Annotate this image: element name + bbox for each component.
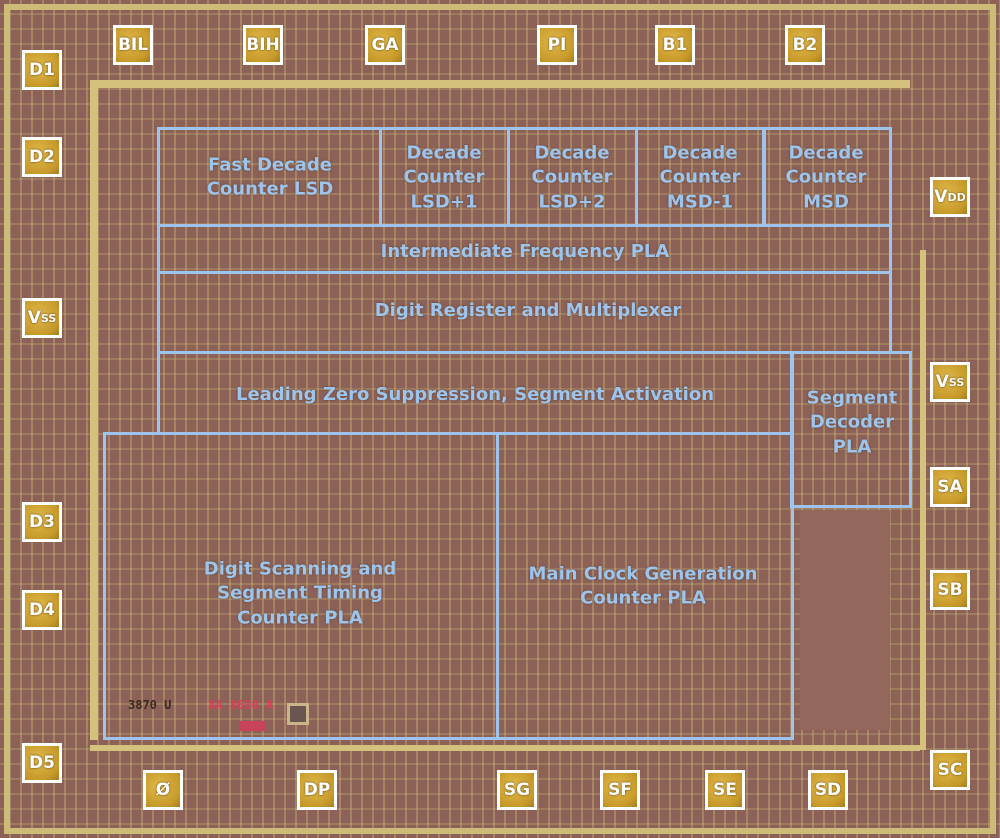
mask-layer-mark xyxy=(240,721,266,731)
pad-label-subscript: DD xyxy=(947,190,966,204)
metal-bus xyxy=(90,80,98,740)
pad-d5: D5 xyxy=(22,743,62,783)
pad-label: BIH xyxy=(246,35,280,55)
pad-label: D2 xyxy=(29,147,55,167)
pad-label: D3 xyxy=(29,512,55,532)
pad-label: B2 xyxy=(792,35,818,55)
pad-label: V xyxy=(935,372,949,392)
pad-bil: BIL xyxy=(113,25,153,65)
test-structures xyxy=(800,510,890,730)
alignment-mark xyxy=(287,703,309,725)
pad-sb: SB xyxy=(930,570,970,610)
pad-label: SE xyxy=(713,780,737,800)
pad-dp: DP xyxy=(297,770,337,810)
pad-label: B1 xyxy=(662,35,688,55)
pad-label: SB xyxy=(937,580,963,600)
pad-label: V xyxy=(934,187,948,207)
pad-label: SF xyxy=(608,780,632,800)
pad-label: GA xyxy=(371,35,399,55)
pad-label: Ø xyxy=(155,780,171,800)
metal-bus xyxy=(90,80,910,88)
pad-label: BIL xyxy=(117,35,149,55)
pad-label: V xyxy=(27,308,41,328)
pad-se: SE xyxy=(705,770,745,810)
block-divider xyxy=(791,505,892,508)
die-mask-marking: XA 8600 A xyxy=(208,698,274,712)
block-main-clock xyxy=(496,432,794,740)
pad-b2: B2 xyxy=(785,25,825,65)
pad-bih: BIH xyxy=(243,25,283,65)
pad-label: DP xyxy=(303,780,331,800)
label-leading-zero: Leading Zero Suppression, Segment Activa… xyxy=(235,383,715,405)
pad-sc: SC xyxy=(930,750,970,790)
pad-d4: D4 xyxy=(22,590,62,630)
pad-ga: GA xyxy=(365,25,405,65)
metal-bus xyxy=(920,250,926,750)
pad-d3: D3 xyxy=(22,502,62,542)
pad-label: D1 xyxy=(29,60,55,80)
pad-label-subscript: SS xyxy=(948,375,965,389)
pad-d2: D2 xyxy=(22,137,62,177)
pad-sf: SF xyxy=(600,770,640,810)
pad-label: D5 xyxy=(29,753,55,773)
pad-label: PI xyxy=(547,35,567,55)
pad-d1: D1 xyxy=(22,50,62,90)
metal-bus xyxy=(90,745,920,751)
label-if-pla: Intermediate Frequency PLA xyxy=(380,240,670,262)
pad-sd: SD xyxy=(808,770,848,810)
pad-label: SG xyxy=(503,780,531,800)
die-part-marking: 3870 U xyxy=(128,698,172,712)
die-seal-ring xyxy=(4,4,996,834)
pad-b1: B1 xyxy=(655,25,695,65)
pad-label: SD xyxy=(814,780,842,800)
pad-label: SC xyxy=(937,760,963,780)
pad-pi: PI xyxy=(537,25,577,65)
pad-label-subscript: SS xyxy=(40,311,57,325)
pad-sa: SA xyxy=(930,467,970,507)
pad-label: D4 xyxy=(29,600,55,620)
label-digit-register: Digit Register and Multiplexer xyxy=(374,299,682,321)
pad-label: SA xyxy=(937,477,963,497)
pad-phi: Ø xyxy=(143,770,183,810)
pad-sg: SG xyxy=(497,770,537,810)
